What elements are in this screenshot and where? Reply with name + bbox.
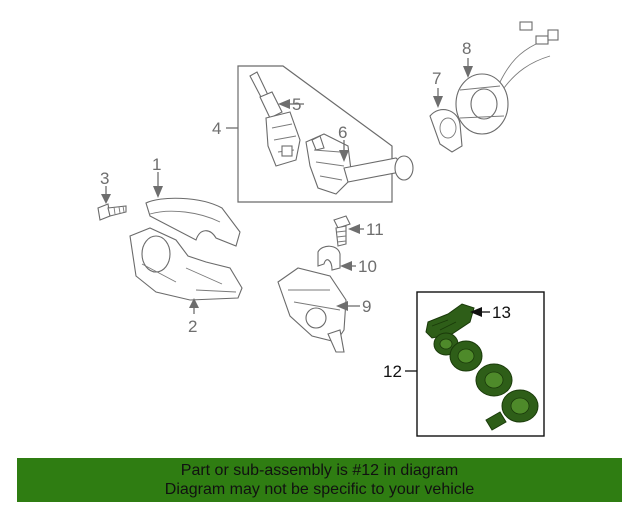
callout-3: 3	[100, 169, 109, 188]
callout-10: 10	[358, 257, 377, 276]
lower-column-cover-part	[129, 227, 243, 301]
callout-13: 13	[492, 303, 511, 322]
screw-part	[97, 203, 127, 221]
callout-5: 5	[292, 95, 301, 114]
bolt-part	[333, 215, 351, 247]
callout-4: 4	[212, 119, 221, 138]
clock-spring-housing-part	[429, 109, 463, 153]
upper-column-cover-part	[145, 197, 241, 247]
callout-7: 7	[432, 69, 441, 88]
callout-6: 6	[338, 123, 347, 142]
clock-spring-part	[455, 21, 559, 135]
clamp-part	[317, 245, 341, 271]
info-banner: Part or sub-assembly is #12 in diagram D…	[17, 458, 622, 502]
wiper-switch-part	[249, 71, 301, 167]
banner-line-2: Diagram may not be specific to your vehi…	[164, 481, 475, 498]
callout-11: 11	[366, 220, 384, 239]
turn-signal-switch-part	[305, 133, 414, 195]
callout-8: 8	[462, 39, 471, 58]
banner-line-1: Part or sub-assembly is #12 in diagram	[180, 462, 459, 479]
callout-1: 1	[152, 155, 161, 174]
lock-cylinder-kit-part	[425, 303, 539, 431]
lock-kit-box	[416, 291, 545, 437]
callout-9: 9	[362, 297, 371, 316]
steering-lock-body-part	[277, 267, 347, 353]
callout-2: 2	[188, 317, 197, 336]
callout-12: 12	[383, 362, 402, 381]
parts-diagram: 1 2 3 4 5 6 7 8 9 10 11 12 13	[97, 21, 559, 437]
